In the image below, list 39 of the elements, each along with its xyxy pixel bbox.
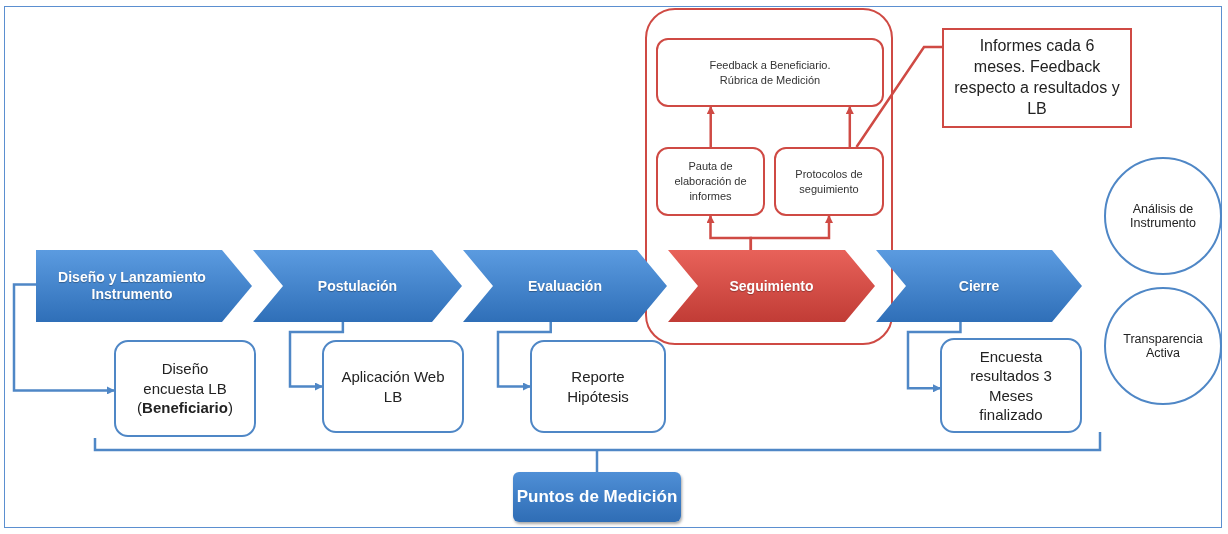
node-text: Pauta de elaboración de informes [673, 159, 748, 204]
activity-box [774, 147, 884, 216]
node-text: Análisis de Instrumento [1129, 202, 1197, 230]
stage-label: Evaluación [527, 277, 603, 295]
node-text: Diseño encuesta LB (Beneficiario) [136, 359, 234, 418]
stage-banner [253, 250, 462, 322]
callout-box [942, 28, 1132, 128]
arrow [906, 322, 962, 393]
stage-label: Diseño y Lanzamiento Instrumento [57, 269, 207, 303]
measurement-box [530, 340, 666, 433]
measurement-box [940, 338, 1082, 433]
stage-label: Seguimiento [728, 277, 815, 295]
measurement-box [114, 340, 256, 437]
stage-banner [668, 250, 875, 322]
stage-label: Cierre [957, 277, 1001, 295]
arrow [749, 215, 833, 250]
stage-group-frame [645, 8, 893, 345]
node-text: Encuesta resultados 3 Meses finalizado [969, 346, 1053, 425]
activity-box [656, 38, 884, 107]
arrow [845, 106, 854, 147]
stage-banner [36, 250, 252, 322]
activity-box [656, 147, 765, 216]
node-text: Transparencia Activa [1122, 332, 1204, 360]
measurement-box [322, 340, 464, 433]
arrow [12, 283, 115, 395]
node-text: Feedback a Beneficiario. Rúbrica de Medición [708, 57, 832, 88]
node-text: Protocolos de seguimiento [794, 166, 864, 197]
arrow [706, 106, 715, 147]
node-text: Reporte Hipótesis [566, 367, 630, 406]
arrow [288, 322, 345, 391]
node-text: Puntos de Medición [516, 486, 678, 508]
leader-line [855, 45, 942, 148]
node-text: Aplicación Web LB [340, 367, 446, 406]
stage-banner [463, 250, 667, 322]
arrow [496, 322, 552, 391]
stage-label: Postulación [316, 277, 399, 295]
node-text: Informes cada 6 meses. Feedback respecto a resultados y LB [953, 36, 1121, 119]
stage-banner [876, 250, 1082, 322]
summary-box [513, 472, 681, 522]
